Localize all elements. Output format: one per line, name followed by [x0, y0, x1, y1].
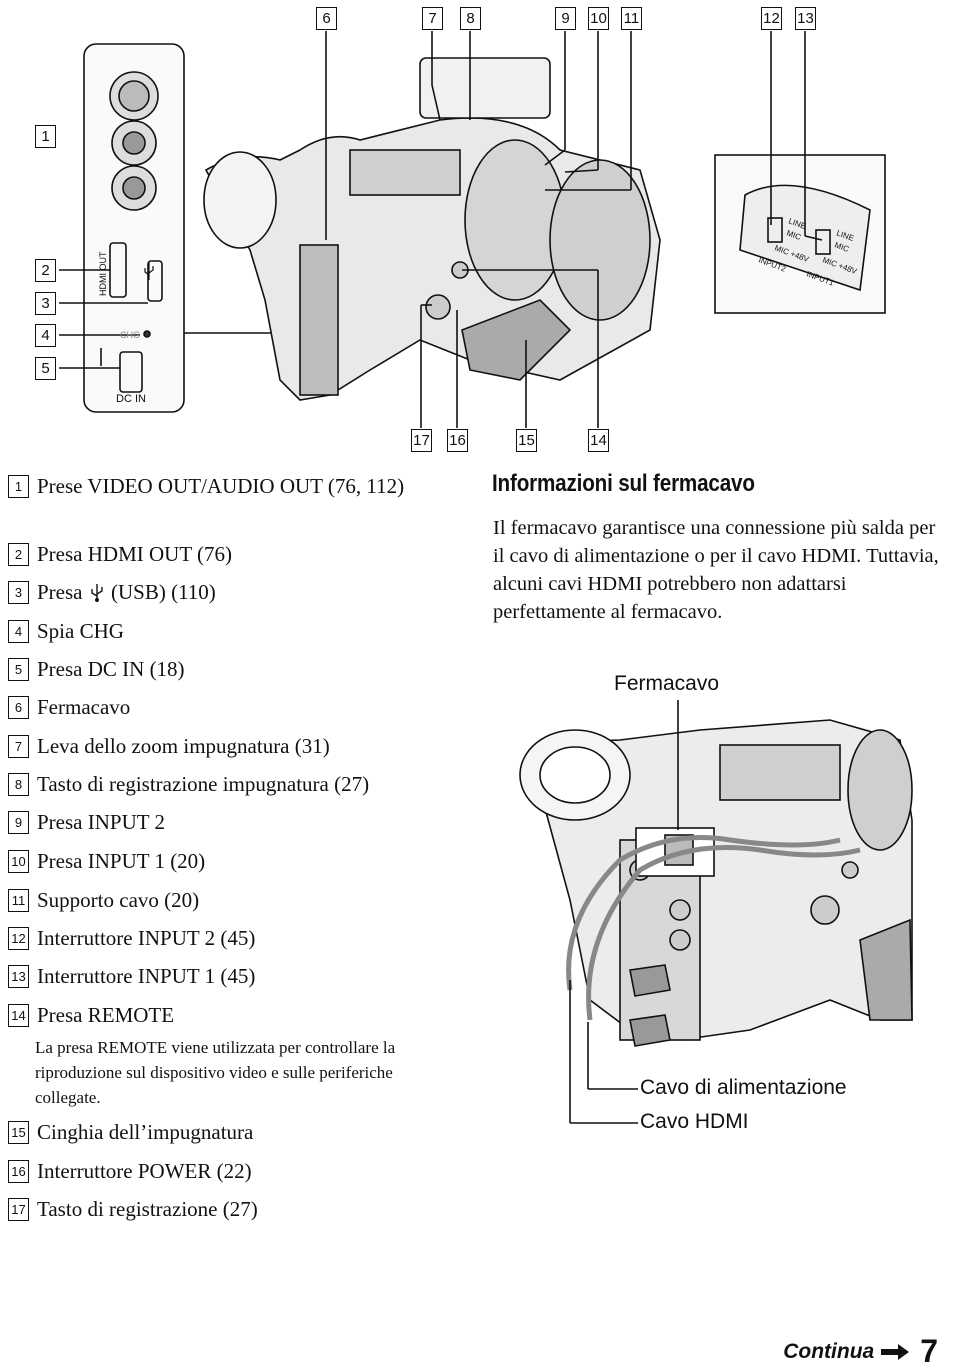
camera-illustration-top: HDMI OUT CHG DC IN LINE MIC MIC +48V INP…: [59, 31, 886, 428]
legend-num: 15: [8, 1121, 29, 1144]
legend-text: Cinghia dell’impugnatura: [37, 1120, 254, 1144]
legend-item-13: 13 Interruttore INPUT 1 (45): [8, 964, 467, 991]
callout-14: 14: [588, 429, 609, 452]
usb-icon: [144, 262, 154, 280]
legend-item-10: 10 Presa INPUT 1 (20): [8, 849, 467, 876]
legend-item-4: 4 Spia CHG: [8, 619, 467, 646]
legend-text: Interruttore POWER (22): [37, 1159, 252, 1183]
callout-6: 6: [316, 7, 337, 30]
hdmi-out-label: HDMI OUT: [98, 251, 108, 296]
legend-item-1: 1 Prese VIDEO OUT/AUDIO OUT (76, 112): [8, 474, 467, 501]
legend-item-2: 2 Presa HDMI OUT (76): [8, 542, 467, 569]
legend-num: 5: [8, 658, 29, 681]
legend-text: Leva dello zoom impugnatura (31): [37, 734, 330, 758]
legend-text: Presa INPUT 1 (20): [37, 849, 206, 873]
callout-16: 16: [447, 429, 468, 452]
legend-num: 17: [8, 1198, 29, 1221]
legend-num: 4: [8, 620, 29, 643]
usb-icon: [88, 580, 106, 603]
legend-num: 10: [8, 850, 29, 873]
page-number: 7: [920, 1333, 938, 1369]
legend-item-15: 15 Cinghia dell’impugnatura: [8, 1120, 467, 1147]
legend-num: 9: [8, 811, 29, 834]
legend-num: 8: [8, 773, 29, 796]
legend-text: Prese VIDEO OUT/AUDIO OUT (76, 112): [37, 474, 405, 498]
legend-num: 11: [8, 889, 29, 912]
callout-15: 15: [516, 429, 537, 452]
legend-text: Presa DC IN (18): [37, 657, 185, 681]
legend-item-3: 3 Presa (USB) (110): [8, 580, 467, 607]
legend-text: Spia CHG: [37, 619, 124, 643]
callout-12: 12: [761, 7, 782, 30]
label-cavo-hdmi: Cavo HDMI: [640, 1110, 749, 1133]
callout-2: 2: [35, 259, 56, 282]
chg-label: CHG: [120, 330, 140, 340]
callout-17: 17: [411, 429, 432, 452]
callout-7: 7: [422, 7, 443, 30]
legend-item-5: 5 Presa DC IN (18): [8, 657, 467, 684]
legend-num: 16: [8, 1160, 29, 1183]
continua-label: Continua: [783, 1339, 875, 1363]
callout-11: 11: [621, 7, 642, 30]
legend-item-7: 7 Leva dello zoom impugnatura (31): [8, 734, 467, 761]
legend-num: 6: [8, 696, 29, 719]
callout-5: 5: [35, 357, 56, 380]
legend-item-8: 8 Tasto di registrazione impugnatura (27…: [8, 772, 467, 799]
legend-text: Presa REMOTE: [37, 1003, 175, 1027]
callout-8: 8: [460, 7, 481, 30]
legend-item-17: 17 Tasto di registrazione (27): [8, 1197, 467, 1224]
label-cavo-alimentazione: Cavo di alimentazione: [640, 1076, 847, 1099]
legend-num: 7: [8, 735, 29, 758]
legend-num: 2: [8, 543, 29, 566]
legend-text: Tasto di registrazione impugnatura (27): [37, 772, 370, 796]
legend-num: 1: [8, 475, 29, 498]
legend-text: Presa INPUT 2: [37, 810, 165, 834]
legend-text: Supporto cavo (20): [37, 888, 200, 912]
legend-subtext-remote: La presa REMOTE viene utilizzata per con…: [35, 1038, 396, 1107]
legend-item-11: 11 Supporto cavo (20): [8, 888, 467, 915]
legend-item-6: 6 Fermacavo: [8, 695, 467, 722]
legend-num: 12: [8, 927, 29, 950]
cable-clamp-illustration: [519, 700, 913, 1124]
legend-item-16: 16 Interruttore POWER (22): [8, 1159, 467, 1186]
info-title: Informazioni sul fermacavo: [492, 470, 755, 497]
info-body: Il fermacavo garantisce una connessione …: [493, 517, 939, 623]
callout-3: 3: [35, 292, 56, 315]
legend-text: Interruttore INPUT 1 (45): [37, 964, 256, 988]
legend-item-14: 14 Presa REMOTE: [8, 1003, 467, 1030]
dc-in-label: DC IN: [116, 393, 146, 405]
callout-10: 10: [588, 7, 609, 30]
label-fermacavo: Fermacavo: [614, 672, 720, 695]
legend-num: 14: [8, 1004, 29, 1027]
page-footer: Continua 7: [783, 1333, 938, 1370]
legend-text: Fermacavo: [37, 695, 131, 719]
callout-13: 13: [795, 7, 816, 30]
callout-1: 1: [35, 125, 56, 148]
legend-item-9: 9 Presa INPUT 2: [8, 810, 467, 837]
legend-num: 3: [8, 581, 29, 604]
legend-item-12: 12 Interruttore INPUT 2 (45): [8, 926, 467, 953]
callout-9: 9: [555, 7, 576, 30]
legend-text: Interruttore INPUT 2 (45): [37, 926, 256, 950]
legend-text: Tasto di registrazione (27): [37, 1197, 258, 1221]
callout-4: 4: [35, 324, 56, 347]
legend-num: 13: [8, 965, 29, 988]
arrow-right-icon: [880, 1343, 910, 1361]
legend-text: Presa (USB) (110): [37, 580, 216, 604]
legend-text: Presa HDMI OUT (76): [37, 542, 232, 566]
